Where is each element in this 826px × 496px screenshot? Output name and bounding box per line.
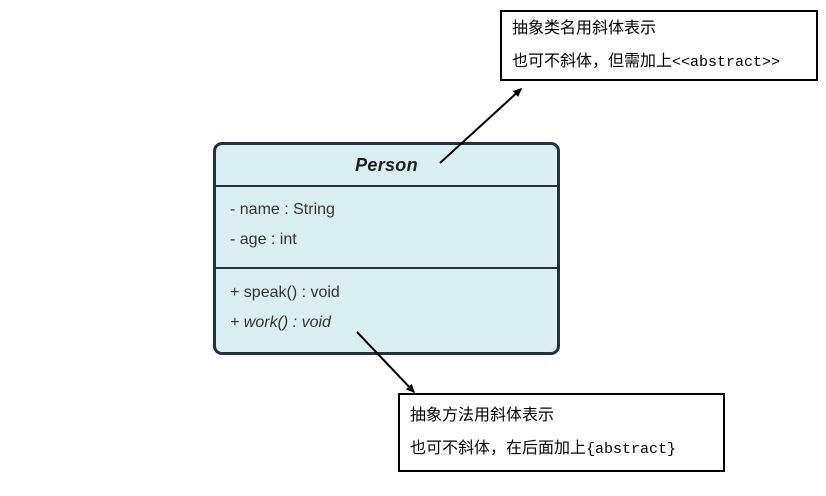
note-code: <<abstract>> [672, 54, 781, 71]
attributes-compartment: - name : String - age : int [216, 187, 557, 269]
method-work-abstract: + work() : void [230, 314, 331, 331]
note-text: 也可不斜体，在后面加上 [410, 440, 587, 457]
method-speak: + speak() : void [230, 284, 340, 301]
attribute-age: - age : int [230, 231, 297, 248]
note-text: 也可不斜体，但需加上 [512, 53, 673, 70]
methods-compartment: + speak() : void + work() : void [216, 269, 557, 352]
uml-class-person: Person - name : String - age : int + spe… [213, 142, 560, 355]
note-line: 抽象方法用斜体表示 [410, 407, 555, 424]
note-line: 也可不斜体，在后面加上{abstract} [410, 432, 723, 466]
attribute-name: - name : String [230, 201, 335, 218]
class-name: Person [216, 145, 557, 187]
note-line: 抽象类名用斜体表示 [512, 20, 657, 37]
note-line: 也可不斜体，但需加上<<abstract>> [512, 45, 816, 79]
note-abstract-method: 抽象方法用斜体表示 也可不斜体，在后面加上{abstract} [398, 393, 725, 472]
note-abstract-class: 抽象类名用斜体表示 也可不斜体，但需加上<<abstract>> [500, 10, 818, 81]
note-code: {abstract} [586, 441, 677, 458]
